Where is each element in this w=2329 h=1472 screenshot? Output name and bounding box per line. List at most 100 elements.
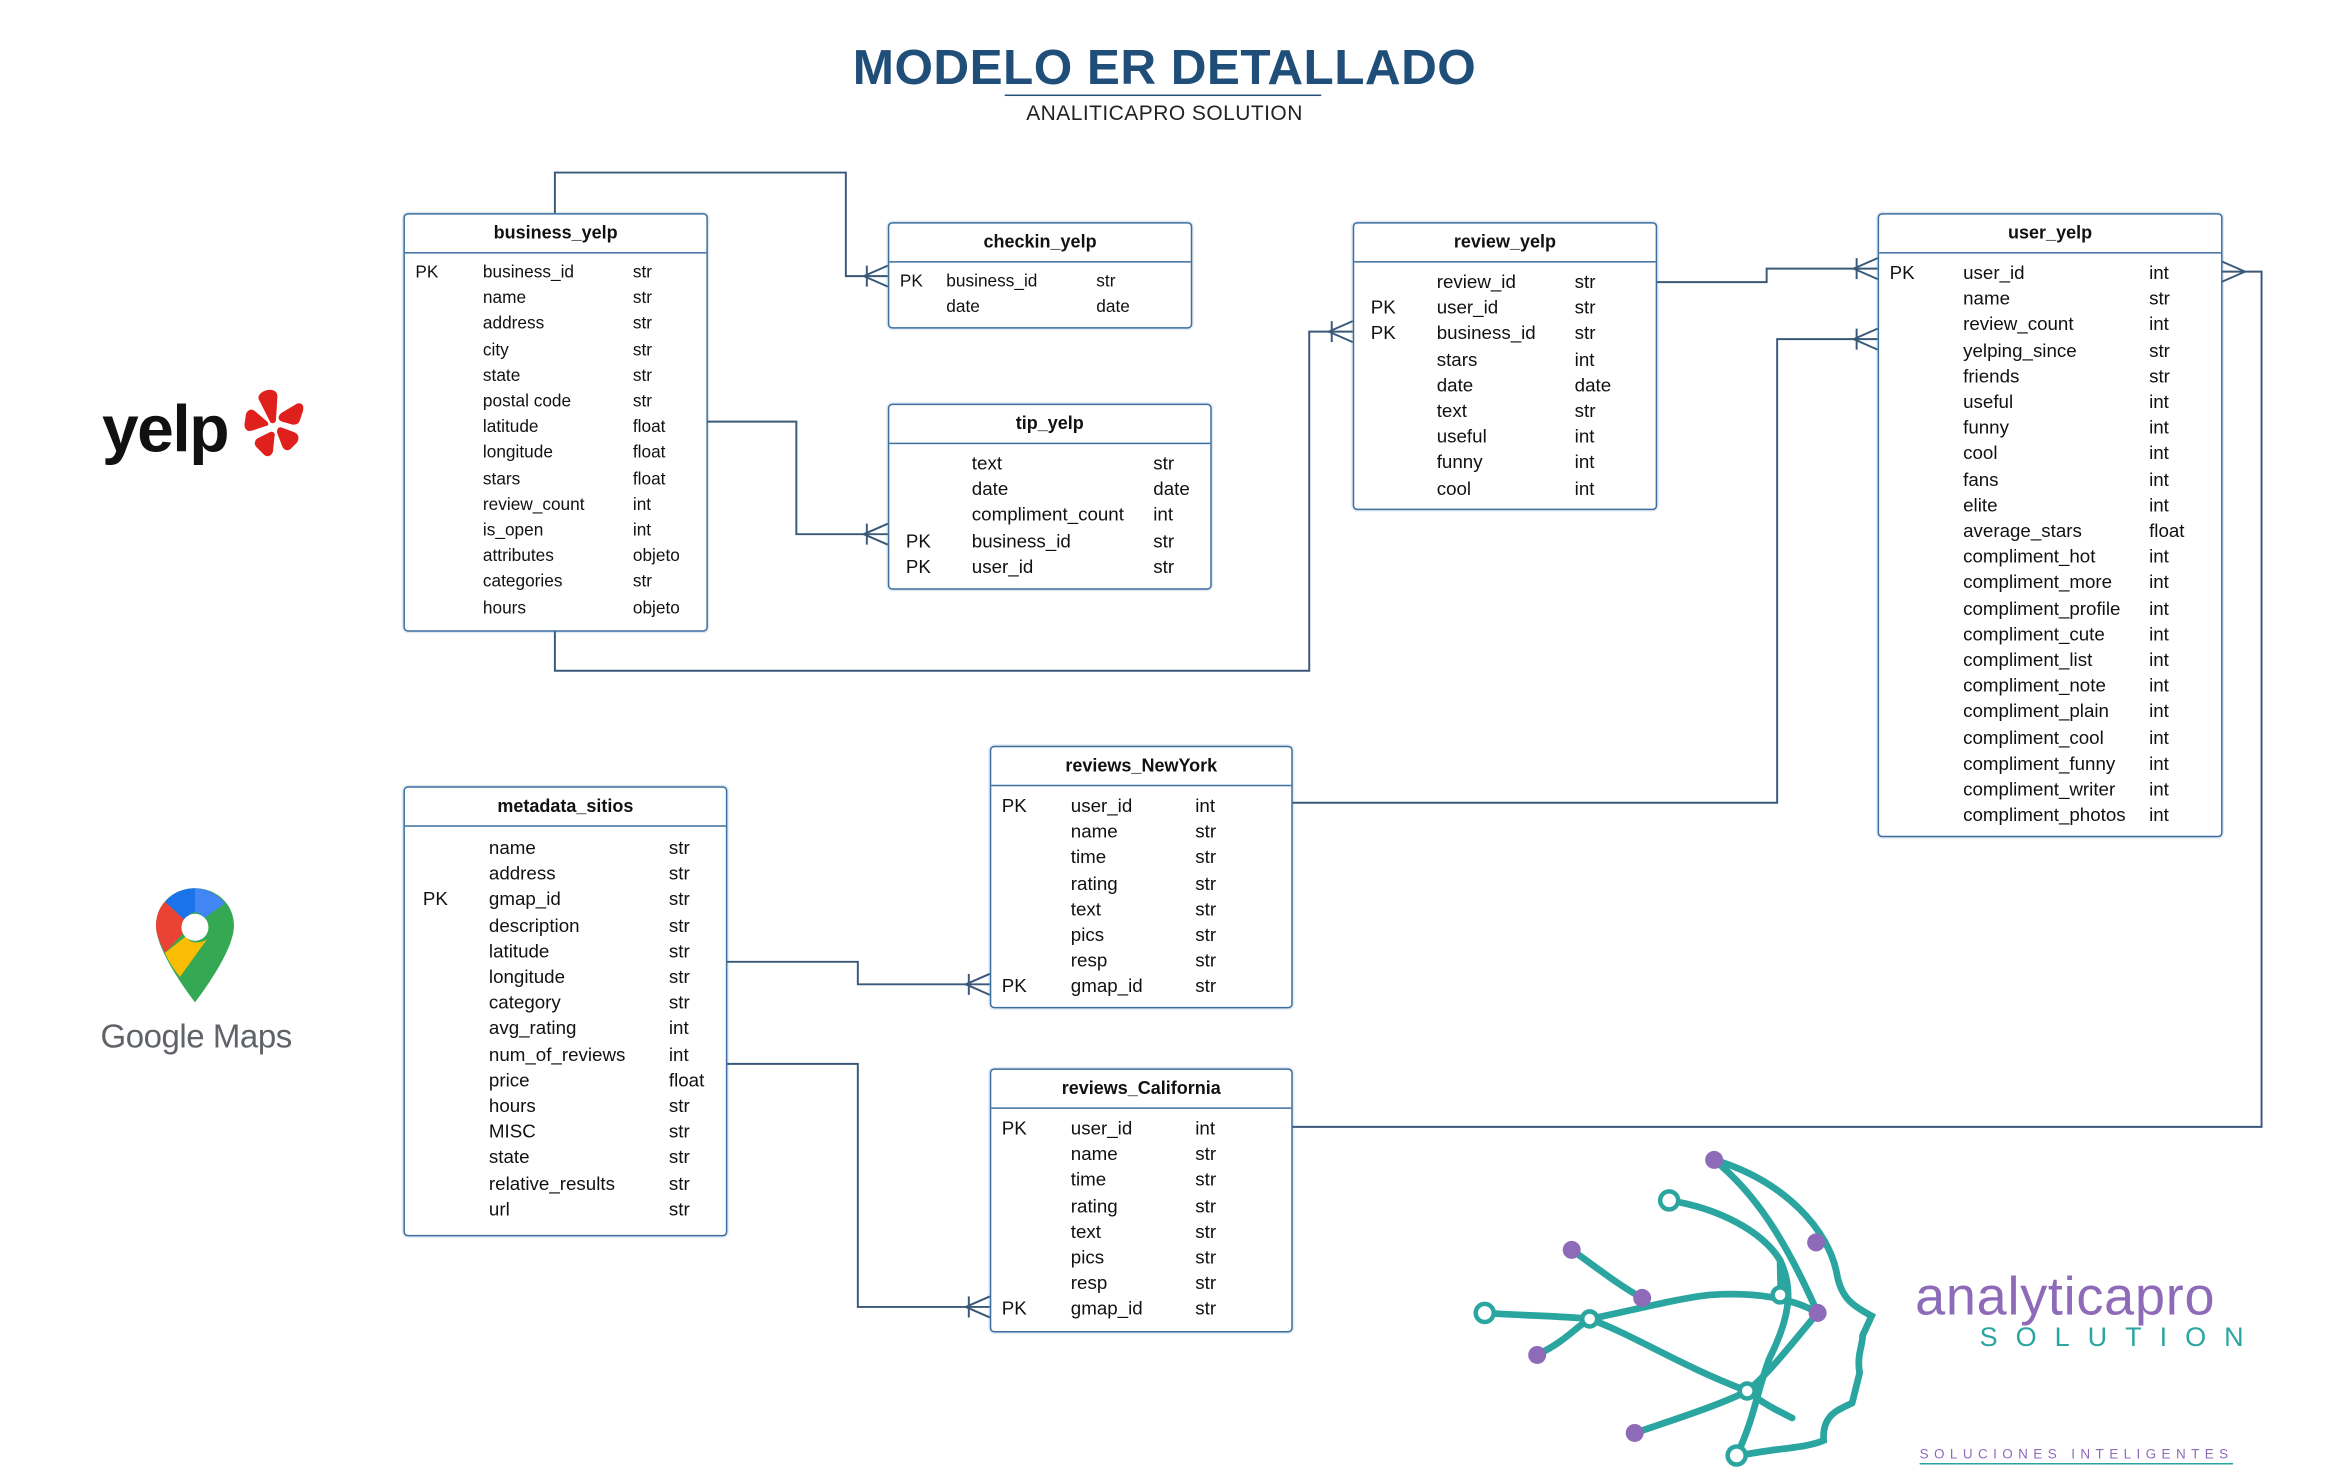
attribute-type: str (668, 1095, 690, 1117)
attribute-type: date (1153, 478, 1190, 500)
entity-title: tip_yelp (889, 405, 1211, 445)
attribute-name: compliment_hot (1963, 546, 2096, 568)
attribute-type: str (668, 1146, 690, 1168)
attribute-name: name (1070, 1143, 1118, 1165)
attribute-type: str (1195, 1272, 1217, 1294)
attribute-key: PK (1370, 297, 1396, 319)
attribute-name: date (946, 298, 980, 317)
attribute-name: longitude (482, 444, 553, 463)
entity-title: review_yelp (1354, 224, 1656, 263)
attribute-name: user_id (1070, 1117, 1133, 1139)
attribute-name: text (1070, 1221, 1102, 1243)
attribute-type: str (632, 315, 653, 334)
attribute-name: compliment_cool (1963, 727, 2104, 749)
attribute-name: text (1436, 400, 1467, 422)
attribute-type: str (1195, 1169, 1217, 1191)
attribute-name: compliment_plain (1963, 701, 2109, 723)
attribute-type: int (1153, 504, 1174, 526)
attribute-type: str (632, 573, 653, 592)
attribute-name: friends (1963, 365, 2020, 387)
entity-attribute-row: friends str (1879, 364, 2221, 390)
attribute-type: int (2149, 494, 2169, 516)
attribute-name: funny (1963, 417, 2009, 439)
attribute-name: compliment_note (1963, 675, 2106, 697)
attribute-type: float (668, 1069, 705, 1091)
attribute-name: latitude (488, 940, 550, 962)
rel-business-tip (706, 420, 888, 536)
attribute-type: int (2149, 469, 2169, 491)
attribute-name: review_count (482, 496, 585, 515)
attribute-name: city (482, 341, 509, 360)
attribute-name: user_id (1436, 297, 1499, 319)
attribute-type: str (1195, 1195, 1217, 1217)
entity-attribute-row: text str (991, 1220, 1291, 1246)
attribute-name: state (482, 367, 521, 386)
attribute-name: cool (1963, 443, 1998, 465)
attribute-type: int (2149, 701, 2169, 723)
attribute-key: PK (899, 273, 923, 292)
attribute-type: int (2149, 752, 2169, 774)
attribute-name: date (971, 478, 1009, 500)
attribute-key: PK (1889, 262, 1915, 284)
google-maps-logo-text: Google Maps (100, 1017, 292, 1055)
attribute-name: state (488, 1146, 530, 1168)
attribute-name: latitude (482, 418, 539, 437)
attribute-type: str (2149, 288, 2170, 310)
attribute-type: str (668, 863, 690, 885)
attribute-name: gmap_id (1070, 975, 1143, 997)
analyticapro-tagline: SOLUCIONES INTELIGENTES (1919, 1446, 2234, 1465)
attribute-name: pics (1070, 1246, 1105, 1268)
attribute-name: num_of_reviews (488, 1043, 626, 1065)
attribute-type: str (668, 1172, 690, 1194)
attribute-type: int (668, 1017, 689, 1039)
attribute-type: str (632, 264, 653, 283)
attribute-type: str (2149, 365, 2170, 387)
attribute-type: str (668, 888, 690, 910)
attribute-type: str (1195, 950, 1217, 972)
attribute-name: user_id (1070, 795, 1133, 817)
attribute-name: address (488, 863, 556, 885)
entity-attribute-row: address str (405, 862, 726, 888)
attribute-type: str (1195, 1221, 1217, 1243)
attribute-type: str (1195, 898, 1217, 920)
title-underline (1004, 94, 1322, 97)
attribute-type: int (2149, 314, 2169, 336)
attribute-type: int (2149, 572, 2169, 594)
attribute-type: int (1195, 1117, 1216, 1139)
attribute-name: stars (482, 470, 521, 489)
attribute-type: int (2149, 778, 2169, 800)
crowfoot-checkin (863, 264, 889, 288)
attribute-name: price (488, 1069, 530, 1091)
attribute-type: int (1195, 795, 1216, 817)
attribute-type: str (1195, 872, 1217, 894)
attribute-type: str (1574, 271, 1596, 293)
attribute-name: date (1436, 374, 1474, 396)
rel-metadata-california (725, 1062, 990, 1308)
